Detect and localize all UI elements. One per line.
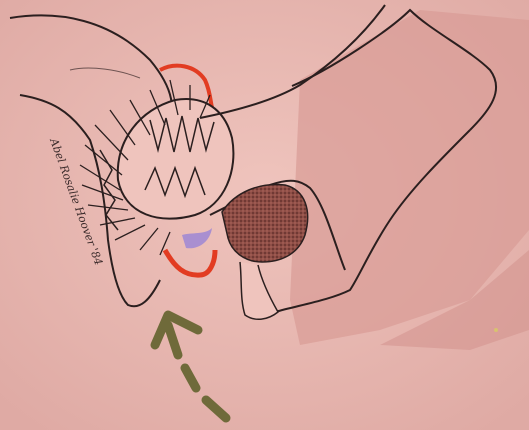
paper-speck <box>494 328 498 332</box>
